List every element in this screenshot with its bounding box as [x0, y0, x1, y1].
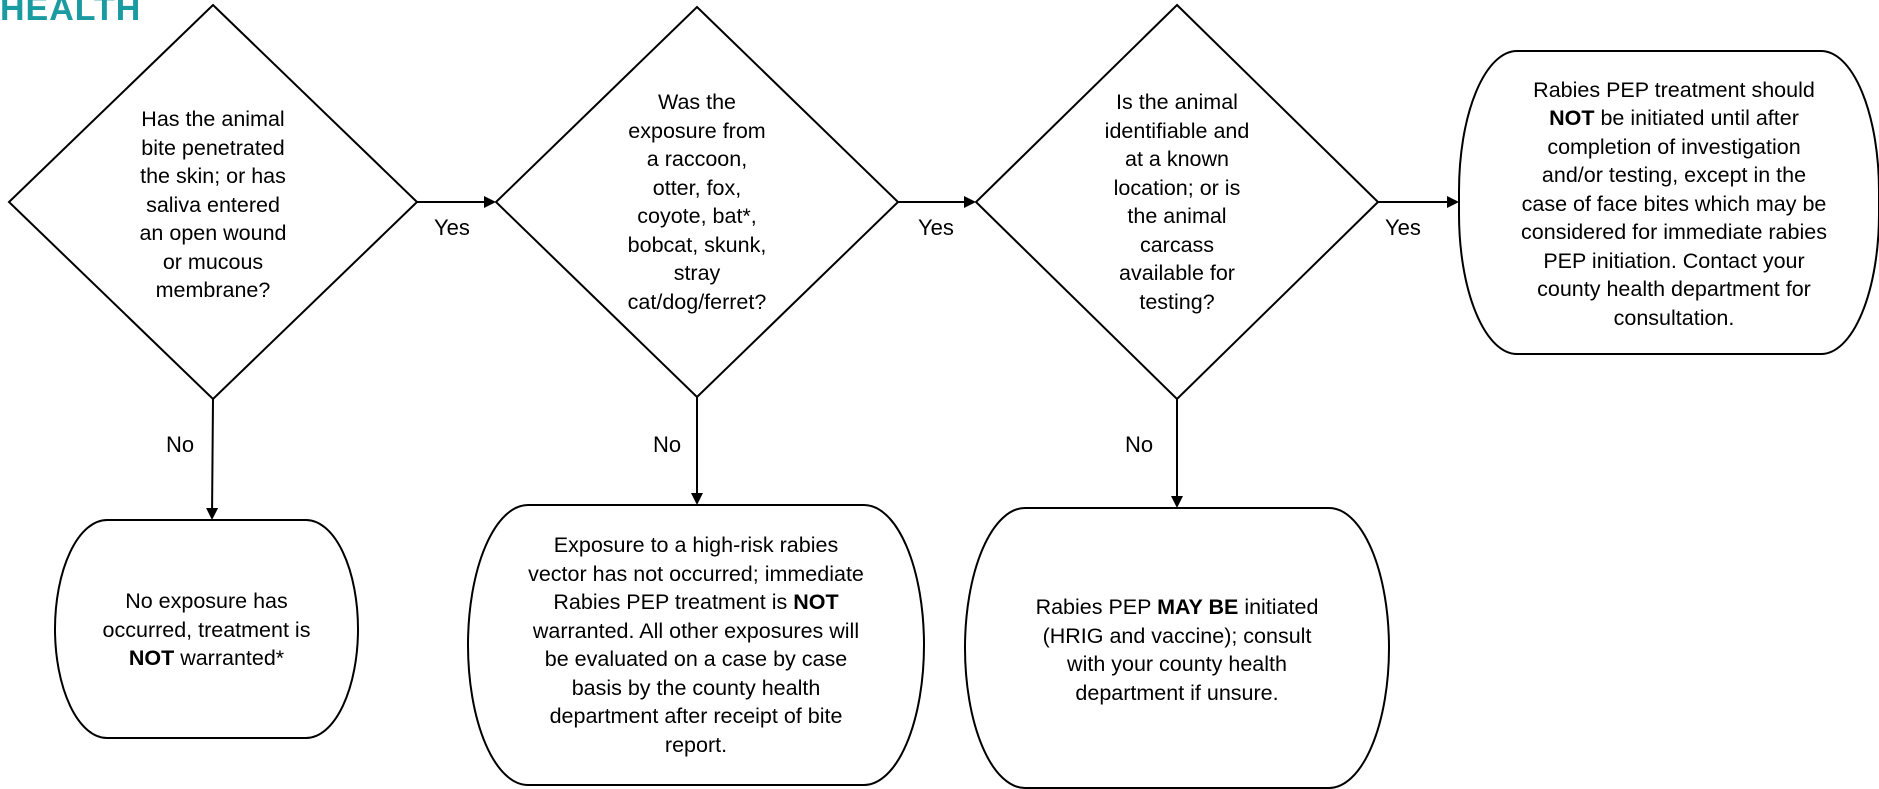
edge-label-no-1: No — [166, 432, 195, 457]
edge-label-yes-3: Yes — [1385, 215, 1421, 240]
edge-label-no-3: No — [1125, 432, 1154, 457]
outcome-text-no-exposure: No exposure has occurred, treatment is N… — [102, 589, 311, 671]
question-text-penetration: Has the animal bite penetrated the skin;… — [139, 107, 287, 303]
edge-label-no-2: No — [653, 432, 682, 457]
edge-label-yes-1: Yes — [434, 215, 470, 240]
outcome-box-no-exposure — [54, 519, 359, 739]
health-logo: HEALTH — [0, 0, 142, 28]
edge-label-yes-2: Yes — [918, 215, 954, 240]
outcome-box-not-high-risk — [467, 504, 925, 786]
no-arrow-1 — [206, 398, 219, 520]
outcome-text-may-initiate: Rabies PEP MAY BE initiated (HRIG and va… — [1035, 595, 1319, 705]
outcome-text-should-not-initiate: Rabies PEP treatment should NOT be initi… — [1521, 77, 1827, 330]
question-text-identifiable: Is the animal identifiable and at a know… — [1104, 90, 1250, 314]
question-text-species: Was the exposure from a raccoon, otter, … — [627, 90, 767, 314]
outcome-text-not-high-risk: Exposure to a high-risk rabies vector ha… — [528, 533, 864, 757]
outcome-box-may-initiate — [964, 507, 1390, 789]
outcome-box-should-not-initiate — [1458, 50, 1879, 355]
